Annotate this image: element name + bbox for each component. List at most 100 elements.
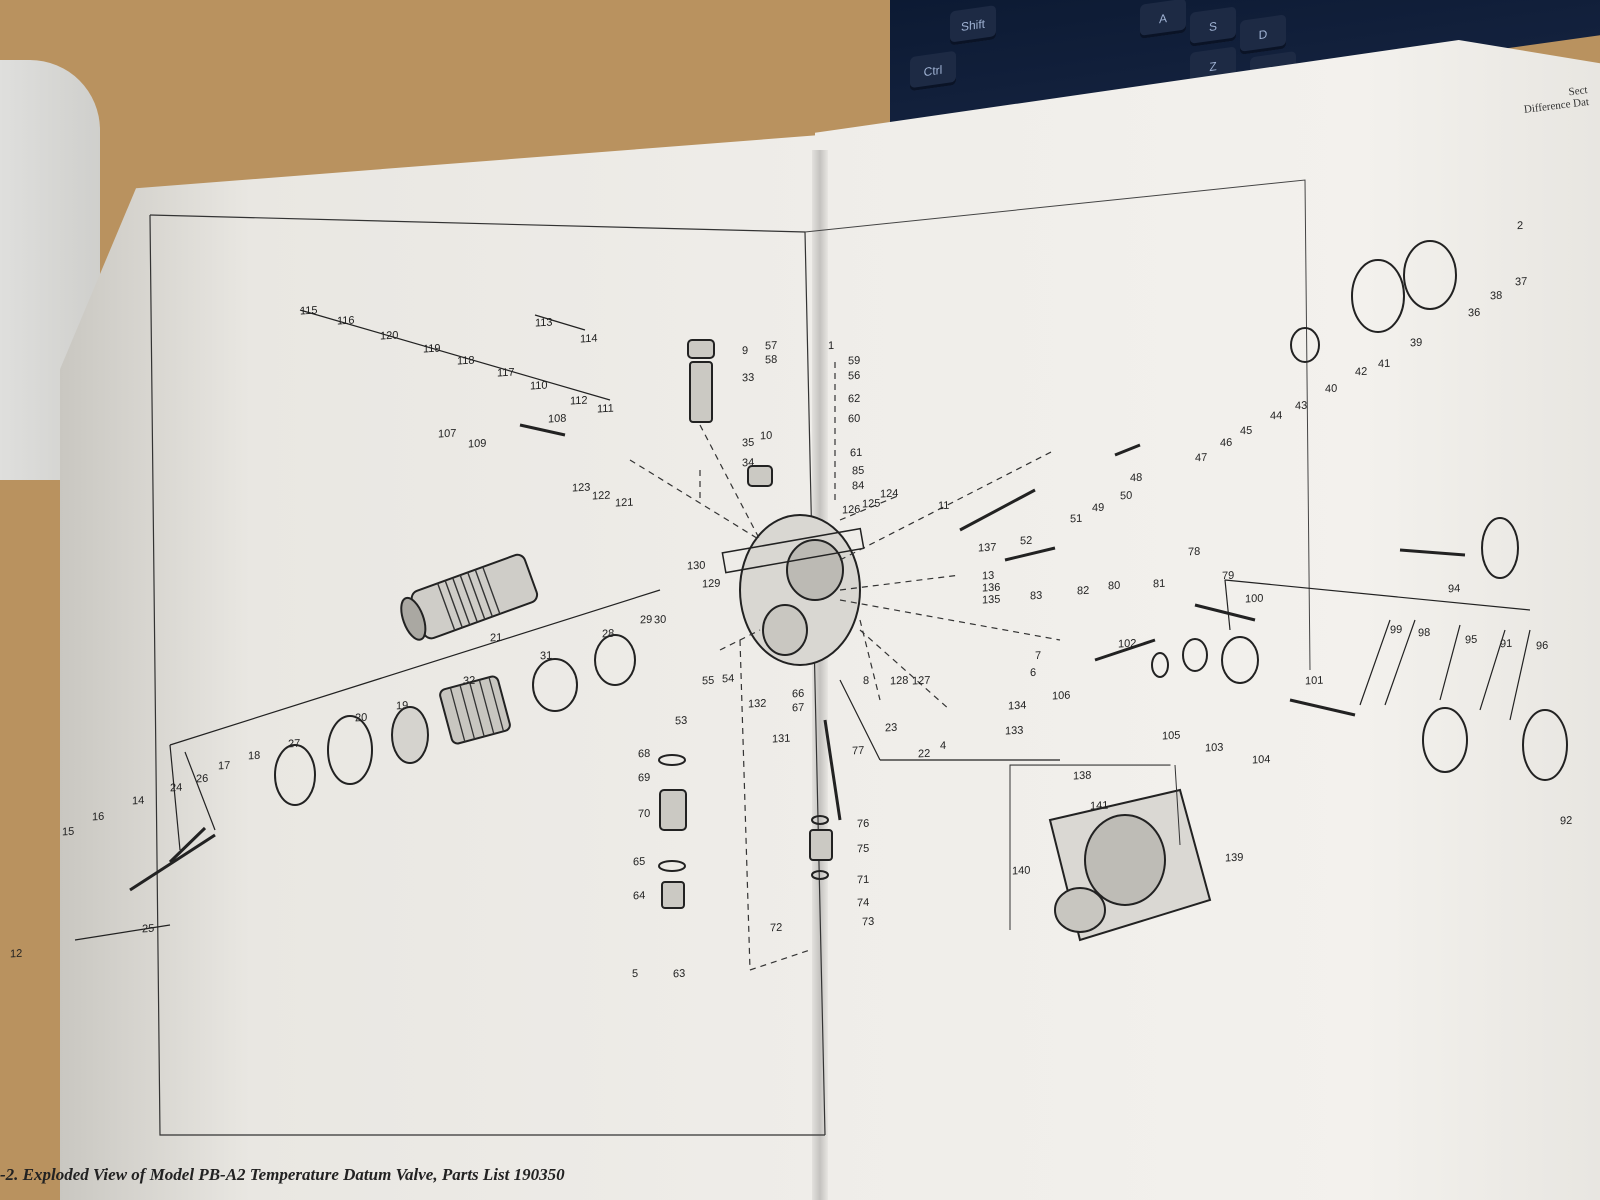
- part-label: 12: [10, 947, 23, 961]
- part-label: 23: [885, 721, 898, 735]
- part-label: 78: [1188, 545, 1201, 559]
- bracket-lines: [74, 309, 1531, 941]
- part-label: 66: [792, 687, 805, 701]
- part-label: 115: [300, 304, 318, 318]
- part-label: 60: [848, 412, 861, 426]
- part-label: 131: [772, 732, 791, 746]
- part-label: 34: [742, 456, 755, 470]
- part-label: 80: [1108, 579, 1121, 593]
- part-label: 42: [1355, 365, 1368, 379]
- part-label: 136: [982, 581, 1001, 595]
- part-label: 65: [633, 855, 646, 869]
- left-page: [60, 135, 820, 1200]
- part-label: 36: [1468, 306, 1481, 320]
- part-label: 79: [1222, 569, 1235, 583]
- part-label: 139: [1225, 851, 1244, 865]
- part-label: 26: [196, 772, 209, 786]
- part-label: 62: [848, 392, 861, 406]
- dashed-leaders: [629, 360, 1061, 971]
- part-label: 114: [580, 332, 598, 346]
- cylinder-32: [439, 675, 511, 745]
- part-label: 129: [702, 577, 721, 591]
- part-label: 110: [530, 379, 548, 393]
- part-label: 116: [337, 314, 355, 328]
- part-label: 81: [1153, 577, 1166, 591]
- part-label: 122: [592, 489, 611, 503]
- part-label: 100: [1245, 592, 1264, 606]
- part-label: 71: [857, 873, 870, 887]
- part-label: 53: [675, 714, 688, 728]
- part-label: 28: [602, 627, 615, 641]
- washers: [274, 240, 1568, 880]
- motor-21: [400, 553, 539, 641]
- part-label: 105: [1162, 729, 1181, 743]
- part-label: 32: [463, 674, 476, 688]
- part-label: 84: [852, 479, 865, 493]
- part-label: 57: [765, 339, 778, 353]
- shafts: [129, 423, 1466, 892]
- part-label: 56: [848, 369, 861, 383]
- part-label: 41: [1378, 357, 1391, 371]
- part-label: 27: [288, 737, 301, 751]
- part-label: 7: [1035, 649, 1042, 663]
- frame-line-right: [804, 179, 1311, 671]
- part-label: 106: [1052, 689, 1071, 703]
- part-label: 69: [638, 771, 651, 785]
- part-label: 127: [912, 674, 931, 688]
- part-label: 119: [423, 342, 441, 356]
- part-label: 44: [1270, 409, 1283, 423]
- part-label: 73: [862, 915, 875, 929]
- part-label: 72: [770, 921, 783, 935]
- part-label: 5: [632, 967, 639, 981]
- part-label: 98: [1418, 626, 1431, 640]
- part-label: 19: [396, 699, 409, 713]
- part-label: 128: [890, 674, 909, 688]
- part-label: 96: [1536, 639, 1549, 653]
- part-label: 67: [792, 701, 805, 715]
- part-label: 59: [848, 354, 861, 368]
- part-label: 125: [862, 497, 881, 511]
- part-label: 48: [1130, 471, 1143, 485]
- part-label: 55: [702, 674, 715, 688]
- part-label: 140: [1012, 864, 1031, 878]
- part-label: 120: [380, 329, 399, 343]
- part-label: 21: [490, 631, 503, 645]
- part-label: 30: [654, 613, 667, 627]
- part-label: 39: [1410, 336, 1423, 350]
- part-label: 103: [1205, 741, 1224, 755]
- part-label: 13: [982, 569, 995, 583]
- part-label: 101: [1305, 674, 1324, 688]
- part-label: 118: [457, 354, 475, 368]
- part-label: 113: [535, 316, 553, 330]
- part-label: 24: [170, 781, 183, 795]
- part-label: 1: [828, 339, 835, 353]
- part-label: 25: [142, 922, 155, 936]
- part-label: 38: [1490, 289, 1503, 303]
- part-label: 50: [1120, 489, 1133, 503]
- part-label: 137: [978, 541, 997, 555]
- part-label: 58: [765, 353, 778, 367]
- book-fold: [812, 150, 828, 1200]
- part-label: 133: [1005, 724, 1024, 738]
- part-label: 141: [1090, 799, 1109, 813]
- part-label: 52: [1020, 534, 1033, 548]
- part-label: 63: [673, 967, 686, 981]
- part-label: 102: [1118, 637, 1137, 651]
- part-label: 14: [132, 794, 145, 808]
- part-label: 31: [540, 649, 553, 663]
- part-label: 64: [633, 889, 646, 903]
- part-label: 29: [640, 613, 653, 627]
- housing-138: [1048, 788, 1212, 942]
- part-label: 124: [880, 487, 899, 501]
- part-label: 17: [218, 759, 231, 773]
- part-label: 45: [1240, 424, 1253, 438]
- part-label: 117: [497, 366, 515, 380]
- part-label: 43: [1295, 399, 1308, 413]
- part-label: 37: [1515, 275, 1528, 289]
- part-label: 54: [722, 672, 735, 686]
- frame-line-bottom: [149, 214, 825, 1136]
- part-label: 108: [548, 412, 567, 426]
- part-label: 92: [1560, 814, 1573, 828]
